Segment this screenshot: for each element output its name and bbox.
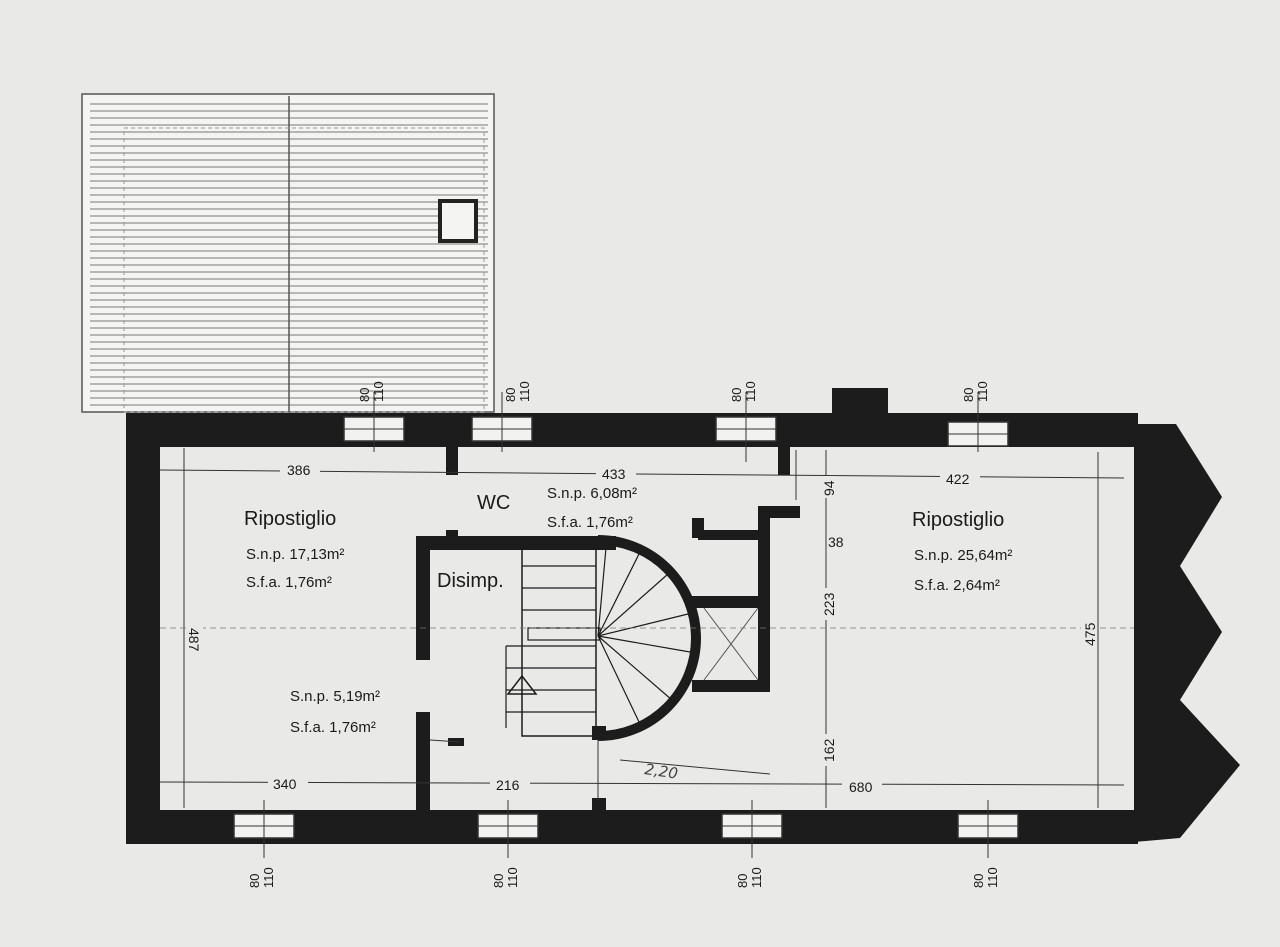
window-label-h: 110 xyxy=(749,867,764,888)
dim-top-middle: 433 xyxy=(602,466,626,482)
dim-162: 162 xyxy=(821,738,837,762)
spiral-staircase xyxy=(505,535,701,741)
window-label-h: 110 xyxy=(261,867,276,888)
interior-walls xyxy=(416,445,800,812)
window-label-h: 110 xyxy=(975,381,990,402)
room-snp-wc: S.n.p. 6,08m² xyxy=(547,485,637,502)
dim-bottom-left: 340 xyxy=(273,776,297,792)
dim-bottom-right: 680 xyxy=(849,779,873,795)
room-name-wc: WC xyxy=(477,492,510,514)
dim-38: 38 xyxy=(828,534,844,550)
window-label-w: 80 xyxy=(491,874,506,888)
dim-right-height: 475 xyxy=(1082,622,1098,646)
dim-top-left: 386 xyxy=(287,462,311,478)
window-label-h: 110 xyxy=(743,381,758,402)
room-snp-ripostiglio-left: S.n.p. 17,13m² xyxy=(246,546,344,563)
room-snp-lower-left: S.n.p. 5,19m² xyxy=(290,688,380,705)
roof-hatch-icon xyxy=(438,199,478,243)
shaft xyxy=(703,607,759,681)
room-name-ripostiglio-right: Ripostiglio xyxy=(912,509,1004,531)
room-sfa-wc: S.f.a. 1,76m² xyxy=(547,514,633,531)
dim-223: 223 xyxy=(821,592,837,616)
dim-94: 94 xyxy=(821,480,837,496)
window-label-w: 80 xyxy=(357,388,372,402)
window-label-w: 80 xyxy=(971,874,986,888)
window-label-h: 110 xyxy=(505,867,520,888)
roof-area xyxy=(81,93,495,413)
dim-left-height: 487 xyxy=(186,628,202,652)
window-label-w: 80 xyxy=(503,388,518,402)
window-label-w: 80 xyxy=(735,874,750,888)
dim-top-right: 422 xyxy=(946,471,970,487)
window-label-w: 80 xyxy=(961,388,976,402)
window-label-w: 80 xyxy=(729,388,744,402)
room-sfa-ripostiglio-right: S.f.a. 2,64m² xyxy=(914,577,1000,594)
room-sfa-ripostiglio-left: S.f.a. 1,76m² xyxy=(246,574,332,591)
window-label-h: 110 xyxy=(371,381,386,402)
handwritten-note: 2,20 xyxy=(643,760,679,782)
window-label-w: 80 xyxy=(247,874,262,888)
dim-bottom-middle: 216 xyxy=(496,777,520,793)
room-name-disimp: Disimp. xyxy=(437,570,504,592)
window-label-h: 110 xyxy=(985,867,1000,888)
room-sfa-lower-left: S.f.a. 1,76m² xyxy=(290,719,376,736)
room-name-ripostiglio-left: Ripostiglio xyxy=(244,508,336,530)
room-snp-ripostiglio-right: S.n.p. 25,64m² xyxy=(914,547,1012,564)
chimney xyxy=(832,388,888,418)
window-label-h: 110 xyxy=(517,381,532,402)
